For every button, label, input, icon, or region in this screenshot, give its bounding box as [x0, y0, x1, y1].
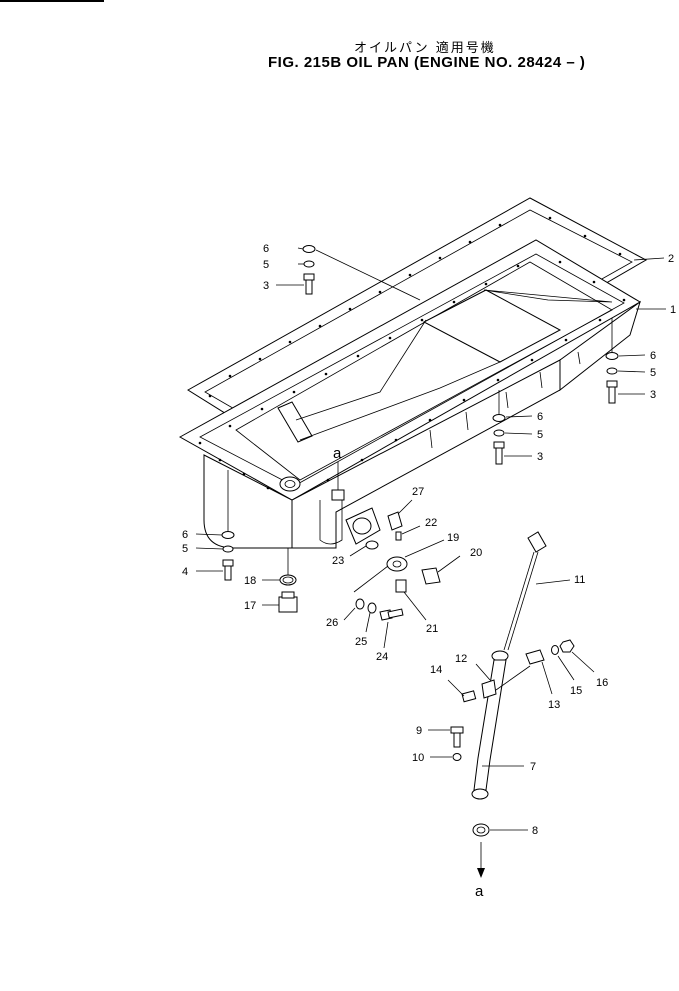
label-washer5-tl: 5 — [263, 259, 269, 271]
label-oring: 18 — [244, 575, 256, 587]
label-washer6-m: 6 — [537, 411, 543, 423]
label-washer25: 25 — [355, 636, 367, 648]
label-washer6-tl: 6 — [263, 243, 269, 255]
label-plug20: 20 — [470, 547, 482, 559]
label-washer10: 10 — [412, 752, 424, 764]
label-washer6-l: 6 — [182, 529, 188, 541]
label-ref-top: a — [333, 445, 342, 462]
label-washer15: 15 — [570, 685, 582, 697]
label-bolt24: 24 — [376, 651, 388, 663]
label-seal8: 8 — [532, 825, 538, 837]
fittings-drawing — [331, 462, 461, 649]
label-bolt-tl: 3 — [263, 280, 269, 292]
label-ref-bottom: a — [475, 883, 484, 900]
label-guide7: 7 — [530, 761, 536, 773]
label-bolt-r: 3 — [650, 389, 656, 401]
label-elbow: 19 — [447, 532, 459, 544]
label-washer6-r: 6 — [650, 350, 656, 362]
label-washer5-m: 5 — [537, 429, 543, 441]
label-nut16: 16 — [596, 677, 608, 689]
label-dipstick: 11 — [574, 574, 585, 586]
label-washer5-l: 5 — [182, 543, 188, 555]
label-plug: 17 — [244, 600, 256, 612]
bolt-stack-top-left — [276, 245, 421, 301]
oil-pan-drawing — [178, 239, 641, 549]
label-bolt9: 9 — [416, 725, 422, 737]
label-washer26: 26 — [326, 617, 338, 629]
label-clamp12: 12 — [455, 653, 467, 665]
bolt-stack-left — [195, 470, 235, 581]
bolt-stack-right — [605, 318, 646, 404]
top-rule — [0, 0, 104, 2]
label-gasket: 2 — [668, 253, 674, 265]
label-bolt-m: 3 — [537, 451, 543, 463]
label-sleeve: 27 — [412, 486, 424, 498]
label-oil-pan: 1 — [670, 304, 676, 316]
drain-plug-drawing — [262, 548, 298, 613]
label-clip13: 13 — [548, 699, 560, 711]
callout-labels: 2 1 6 5 3 6 5 3 6 5 3 6 5 4 18 17 23 27 … — [182, 243, 676, 900]
label-plug21: 21 — [426, 623, 438, 635]
label-bolt-l: 4 — [182, 566, 188, 578]
label-pin: 22 — [425, 517, 437, 529]
japanese-title: オイルパン 適用号機 — [354, 41, 496, 56]
label-cover: 23 — [332, 555, 344, 567]
figure-title: FIG. 215B OIL PAN (ENGINE NO. 28424 – ) — [268, 54, 586, 71]
gasket-leader — [633, 257, 665, 261]
bolt-stack-middle — [492, 390, 533, 465]
label-bolt14: 14 — [430, 664, 442, 676]
label-washer5-r: 5 — [650, 367, 656, 379]
dipstick-drawing — [428, 531, 595, 878]
